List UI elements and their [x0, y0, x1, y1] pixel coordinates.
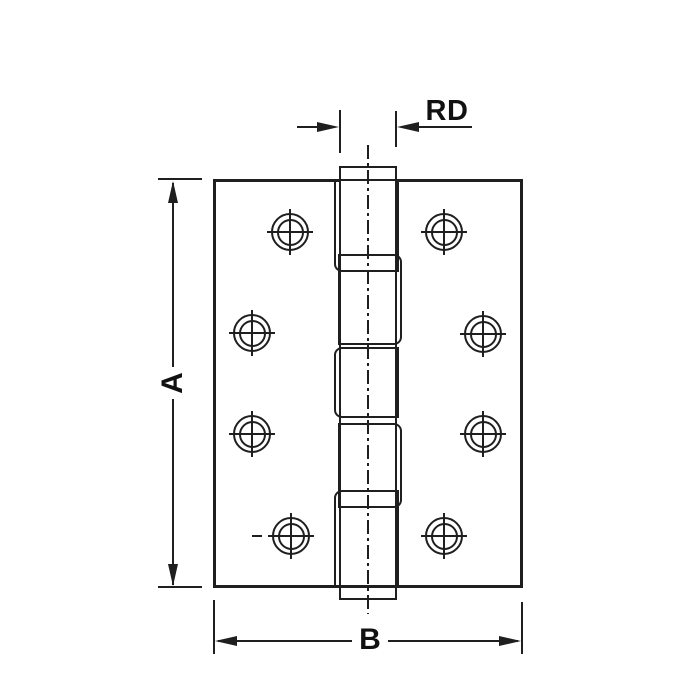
extension-tick: [158, 586, 202, 588]
hole-inner-circle: [238, 420, 266, 448]
hole-outer-circle: [272, 517, 310, 555]
hole-outer-circle: [425, 213, 463, 251]
dimension-rd-label: RD: [425, 94, 469, 127]
dimension-line: [218, 640, 352, 642]
arrow-up-icon: [168, 181, 178, 203]
extension-tick: [158, 178, 202, 180]
hole-inner-circle: [469, 320, 497, 348]
hole-inner-circle: [276, 218, 304, 246]
knuckle-segment: [338, 423, 402, 508]
hole-outer-circle: [271, 213, 309, 251]
hole-inner-circle: [430, 522, 458, 550]
arrow-right-icon: [499, 636, 521, 646]
hole-inner-circle: [238, 319, 266, 347]
dimension-a-label: A: [156, 372, 189, 394]
hole-outer-circle: [233, 314, 271, 352]
arrow-down-icon: [168, 564, 178, 586]
arrow-right-icon: [317, 122, 339, 132]
dimension-leader-line: [419, 126, 472, 128]
extension-line: [521, 602, 523, 654]
hole-outer-circle: [464, 315, 502, 353]
extension-line: [339, 110, 341, 153]
extension-line: [395, 111, 397, 147]
hole-inner-circle: [430, 218, 458, 246]
extension-line: [213, 600, 215, 654]
hole-outer-circle: [464, 415, 502, 453]
centerline-dash: [252, 535, 262, 537]
dimension-line: [297, 126, 317, 128]
barrel-centerline: [366, 145, 369, 614]
arrow-left-icon: [397, 122, 419, 132]
hole-inner-circle: [469, 420, 497, 448]
hole-outer-circle: [233, 415, 271, 453]
arrow-left-icon: [215, 636, 237, 646]
dimension-line: [172, 183, 174, 367]
hole-outer-circle: [425, 517, 463, 555]
dimension-b-label: B: [359, 623, 381, 656]
dimension-line: [172, 399, 174, 585]
knuckle-segment: [338, 254, 402, 345]
hole-inner-circle: [277, 522, 305, 550]
dimension-line: [388, 640, 518, 642]
